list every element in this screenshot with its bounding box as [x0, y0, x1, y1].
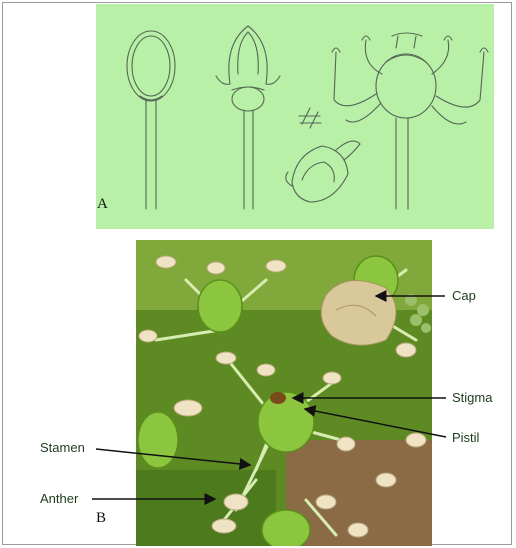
callout-stigma: Stigma	[452, 390, 492, 405]
pistil-arrow	[305, 409, 446, 437]
callout-cap: Cap	[452, 288, 476, 303]
callout-anther: Anther	[40, 491, 78, 506]
callout-pistil: Pistil	[452, 430, 479, 445]
callout-stamen: Stamen	[40, 440, 85, 455]
stamen-arrow	[96, 449, 250, 465]
